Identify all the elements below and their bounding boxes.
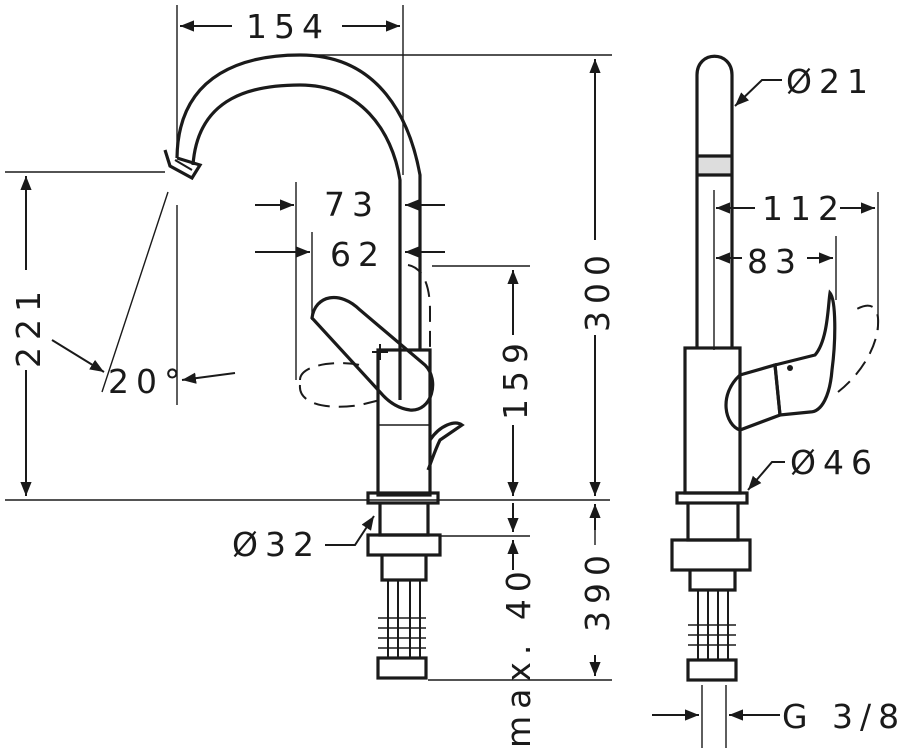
- dim-73-label: 73: [324, 185, 380, 224]
- dim-62-label: 62: [330, 235, 386, 274]
- dim-221-label: 221: [9, 284, 48, 368]
- dim-62: 62: [255, 232, 445, 320]
- dim-300-label: 300: [578, 248, 617, 332]
- dim-angle-label: 20°: [108, 362, 188, 401]
- dim-112: 112: [713, 189, 879, 350]
- dim-g-3-8: G 3/8: [652, 685, 906, 748]
- spout: [163, 53, 422, 400]
- dim-159: 159: [432, 265, 535, 496]
- dim-154-label: 154: [246, 7, 330, 46]
- dim-83-label: 83: [747, 242, 803, 281]
- dim-112-label: 112: [762, 189, 846, 228]
- dim-390-label: 390: [578, 548, 617, 632]
- dim-390: 390: [578, 504, 617, 676]
- dim-g38-label: G 3/8: [782, 697, 906, 736]
- dim-diameter-32: Ø32: [232, 515, 375, 564]
- dim-diameter-46: Ø46: [747, 443, 879, 491]
- dim-159-label: 159: [496, 336, 535, 420]
- dim-32-label: Ø32: [232, 525, 321, 564]
- dim-221: 221: [5, 171, 610, 501]
- dim-diameter-21: Ø21: [734, 62, 875, 107]
- side-view: Ø21 112 83 Ø46 G 3/8: [652, 54, 906, 748]
- dim-angle-20: 20°: [51, 191, 236, 405]
- dim-21-label: Ø21: [786, 62, 875, 101]
- side-body: [670, 346, 752, 682]
- front-view: 154 73 62 221: [5, 5, 617, 748]
- dim-40-label: max. 40: [499, 564, 538, 748]
- dim-73: 73: [255, 182, 445, 380]
- dim-max-40: max. 40: [428, 503, 612, 748]
- side-spout: [695, 54, 734, 348]
- dim-300: 300: [300, 54, 617, 496]
- faucet-body: [366, 348, 465, 680]
- dim-154: 154: [176, 5, 404, 175]
- handle: [298, 264, 435, 412]
- dim-83: 83: [716, 236, 837, 300]
- dim-46-label: Ø46: [790, 443, 879, 482]
- side-lever: [724, 289, 880, 432]
